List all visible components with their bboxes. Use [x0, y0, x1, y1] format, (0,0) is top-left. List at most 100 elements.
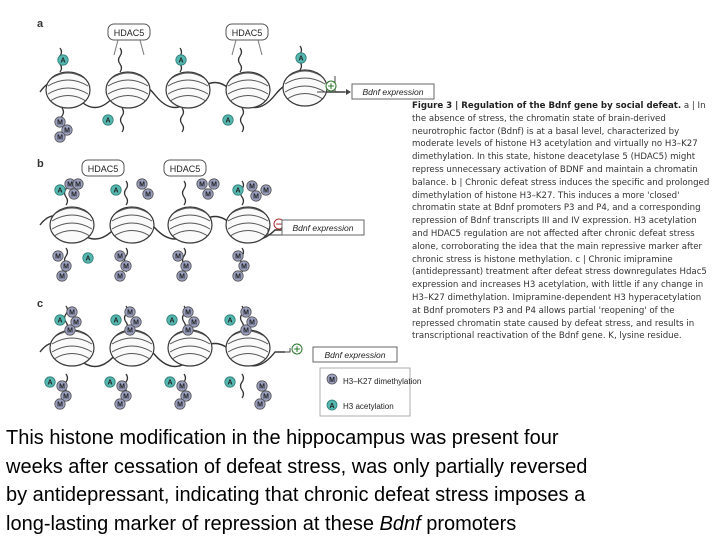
- methyl-mark: [260, 390, 272, 402]
- slide-text-line-3: by antidepressant, indicating that chron…: [6, 484, 586, 506]
- acetyl-mark: [222, 114, 234, 126]
- methyl-mark-letter: M: [133, 320, 139, 327]
- methyl-mark: [176, 380, 188, 392]
- methyl-mark-letter: M: [253, 194, 259, 201]
- bdnf-regulation-figure: a b c HDAC5 HDAC5: [37, 18, 435, 417]
- methyl-mark-letter: M: [139, 182, 145, 189]
- methyl-mark: [114, 398, 126, 410]
- methyl-mark: [232, 250, 244, 262]
- acetyl-mark-letter: A: [47, 380, 52, 387]
- hdac5-box-a2: HDAC5: [225, 23, 269, 56]
- methyl-mark: [240, 306, 252, 318]
- legend-acetyl-swatch: [326, 399, 338, 411]
- acetyl-mark-letter: A: [227, 318, 232, 325]
- acetyl-mark-letter: A: [178, 58, 183, 65]
- methyl-mark-letter: M: [57, 120, 63, 127]
- methyl-mark-letter: M: [63, 264, 69, 271]
- methyl-mark: [136, 178, 148, 190]
- methyl-mark-letter: M: [123, 394, 129, 401]
- methyl-mark-letter: M: [235, 274, 241, 281]
- methyl-mark: [180, 390, 192, 402]
- methyl-mark-letter: M: [241, 264, 247, 271]
- svg-text:Bdnf expression: Bdnf expression: [325, 350, 386, 360]
- acetyl-mark: [224, 376, 236, 388]
- legend-methyl-label: H3–K27 dimethylation: [343, 377, 421, 386]
- svg-text:Bdnf expression: Bdnf expression: [363, 87, 424, 97]
- methyl-mark-letter: M: [199, 182, 205, 189]
- acetyl-mark: [54, 314, 66, 326]
- svg-text:HDAC5: HDAC5: [114, 28, 145, 38]
- acetyl-mark-letter: A: [227, 380, 232, 387]
- methyl-mark-letter: M: [59, 384, 65, 391]
- methyl-mark: [182, 324, 194, 336]
- methyl-mark: [72, 178, 84, 190]
- methyl-mark-letter: M: [263, 188, 269, 195]
- legend-methyl-swatch: [326, 373, 338, 385]
- methyl-mark: [196, 178, 208, 190]
- sign-b: −: [275, 220, 283, 230]
- methyl-mark-letter: M: [145, 192, 151, 199]
- methyl-mark-letter: M: [57, 135, 63, 142]
- methyl-mark: [56, 380, 68, 392]
- methyl-mark: [240, 324, 252, 336]
- methyl-mark-letter: M: [119, 384, 125, 391]
- acetyl-mark-letter: A: [57, 318, 62, 325]
- methyl-mark-letter: M: [185, 328, 191, 335]
- methyl-mark: [254, 398, 266, 410]
- acetyl-mark: [82, 252, 94, 264]
- expression-a: + Bdnf expression: [317, 76, 435, 100]
- expression-c: + Bdnf expression: [275, 343, 398, 363]
- methyl-mark: [64, 324, 76, 336]
- methyl-mark: [174, 398, 186, 410]
- acetyl-mark: [232, 184, 244, 196]
- acetyl-mark: [164, 376, 176, 388]
- methyl-mark-letter: M: [259, 384, 265, 391]
- acetyl-mark-letter: A: [57, 188, 62, 195]
- methyl-mark: [202, 188, 214, 200]
- methyl-mark-letter: M: [179, 384, 185, 391]
- nucleosomes-b: [49, 206, 271, 244]
- methyl-mark: [246, 316, 258, 328]
- acetyl-mark-letter: A: [113, 188, 118, 195]
- methyl-mark-letter: M: [191, 320, 197, 327]
- acetyl-mark-letter: A: [167, 380, 172, 387]
- methyl-mark-letter: M: [59, 274, 65, 281]
- slide-text-line-1: This histone modification in the hippoca…: [6, 427, 559, 449]
- acetyl-mark: [175, 54, 187, 66]
- methyl-mark: [54, 116, 66, 128]
- acetyl-mark: [104, 376, 116, 388]
- slide-text-line-4: long-lasting marker of repression at the…: [6, 512, 517, 535]
- svg-text:HDAC5: HDAC5: [232, 28, 263, 38]
- svg-text:HDAC5: HDAC5: [170, 164, 201, 174]
- methyl-mark: [66, 306, 78, 318]
- methyl-mark-letter: M: [117, 254, 123, 261]
- methyl-mark-letter: M: [117, 274, 123, 281]
- acetyl-mark-letter: A: [107, 380, 112, 387]
- methyl-mark-letter: M: [257, 402, 263, 409]
- methyl-mark: [56, 270, 68, 282]
- methyl-mark: [208, 178, 220, 190]
- hdac5-box-b2: HDAC5: [163, 159, 207, 177]
- methyl-mark-letter: M: [73, 320, 79, 327]
- figure-caption: Figure 3 | Regulation of the Bdnf gene b…: [412, 100, 712, 343]
- methyl-mark: [256, 380, 268, 392]
- svg-text:HDAC5: HDAC5: [88, 164, 119, 174]
- acetyl-mark: [110, 184, 122, 196]
- methyl-mark: [172, 250, 184, 262]
- methyl-mark: [116, 380, 128, 392]
- acetyl-mark-letter: A: [85, 256, 90, 263]
- panel-a-letter: a: [37, 18, 44, 30]
- methyl-mark: [61, 124, 73, 136]
- methyl-mark-letter: M: [243, 328, 249, 335]
- sign-c: +: [293, 345, 301, 355]
- methyl-mark-letter: M: [211, 182, 217, 189]
- methyl-mark-letter: M: [175, 254, 181, 261]
- methyl-mark: [68, 188, 80, 200]
- acetyl-mark-letter: A: [60, 58, 65, 65]
- acetyl-mark-letter: A: [169, 318, 174, 325]
- methyl-mark: [124, 324, 136, 336]
- caption-body: a | In the absence of stress, the chroma…: [412, 101, 710, 342]
- svg-text:Bdnf expression: Bdnf expression: [293, 223, 354, 233]
- sign-a: +: [327, 82, 335, 92]
- methyl-mark: [120, 390, 132, 402]
